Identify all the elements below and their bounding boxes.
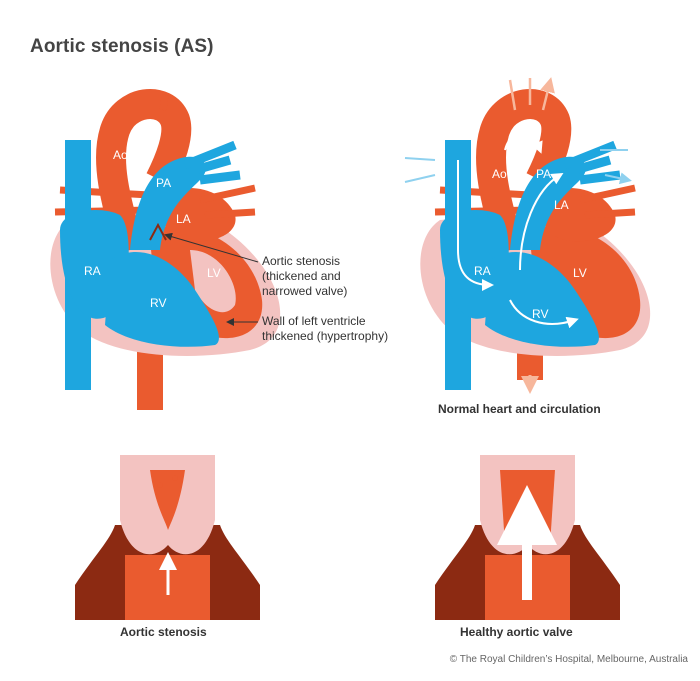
heart-stenosis [50,89,281,410]
heart-normal [404,78,651,394]
caption-normal-heart: Normal heart and circulation [438,402,601,416]
label-pa-right: PA [536,167,552,181]
page-title: Aortic stenosis (AS) [30,36,214,57]
annotation-line: narrowed valve) [262,284,348,298]
annotation-wall-thickened: Wall of left ventricle thickened (hypert… [262,314,388,344]
caption-aortic-stenosis: Aortic stenosis [120,625,207,639]
label-la-right: LA [554,198,569,212]
annotation-line: Wall of left ventricle [262,314,366,328]
valve-healthy [435,455,620,620]
label-ao-right: Ao [492,167,507,181]
label-lv-right: LV [573,266,587,280]
label-ra-left: RA [84,264,101,278]
label-lv-left: LV [207,266,221,280]
label-pa-left: PA [156,176,172,190]
label-rv-left: RV [150,296,167,310]
annotation-line: thickened (hypertrophy) [262,329,389,343]
caption-healthy-valve: Healthy aortic valve [460,625,573,639]
label-la-left: LA [176,212,191,226]
annotation-line: (thickened and [262,269,341,283]
label-ra-right: RA [474,264,491,278]
label-rv-right: RV [532,307,549,321]
annotation-line: Aortic stenosis [262,254,341,268]
valve-stenosis [75,455,260,620]
label-ao-left: Ao [113,148,128,162]
copyright-text: © The Royal Children’s Hospital, Melbour… [449,654,688,665]
annotation-aortic-stenosis: Aortic stenosis (thickened and narrowed … [262,254,347,299]
